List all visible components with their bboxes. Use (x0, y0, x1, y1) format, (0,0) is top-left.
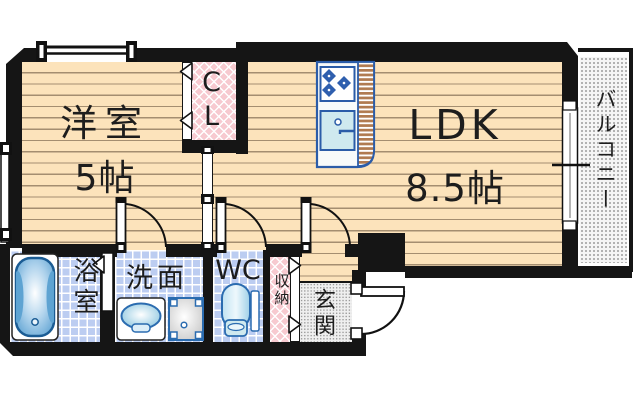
balcony-floor (580, 57, 627, 263)
washroom-toilet-wall (203, 250, 213, 342)
closet-floor (192, 62, 236, 140)
ldk-size: 8.5帖 (405, 167, 505, 210)
closet-label: CL (196, 67, 227, 135)
storage-label: 収納 (272, 273, 291, 307)
left-wall-lower (0, 244, 10, 344)
outside-area (358, 272, 640, 400)
ldk-bottom-wall (405, 266, 632, 278)
western-room-size: 5帖 (74, 158, 136, 199)
top-wall-right (242, 42, 578, 62)
closet-right-wall (236, 42, 248, 154)
left-wall-upper (6, 48, 22, 248)
western-room-label: 洋室 (60, 102, 150, 145)
entry-wall-block (358, 233, 405, 272)
right-wall-lower (562, 223, 578, 268)
corridor-wall-c (266, 244, 302, 257)
entrance-floor (300, 283, 352, 342)
entrance-right-wall-lower (352, 334, 366, 356)
toilet-storage-wall (263, 250, 270, 342)
right-wall-upper (562, 42, 578, 108)
top-wall-left (6, 48, 242, 62)
corridor-wall-stub (345, 244, 358, 257)
western-room-sliding-door (202, 148, 213, 250)
bottom-wall (0, 342, 366, 356)
bath-label: 浴室 (69, 257, 99, 319)
balcony-label: バルコニー (593, 88, 617, 213)
washroom-label: 洗面 (126, 263, 188, 294)
storage-floor (270, 252, 290, 342)
entrance-step-line (300, 281, 352, 283)
toilet-label: WC (215, 255, 261, 286)
closet-bottom-wall (182, 140, 248, 153)
entrance-label: 玄関 (310, 288, 335, 340)
ldk-label: LDK (408, 101, 502, 149)
entrance-right-wall-upper (352, 270, 366, 294)
closet-door (182, 62, 192, 140)
